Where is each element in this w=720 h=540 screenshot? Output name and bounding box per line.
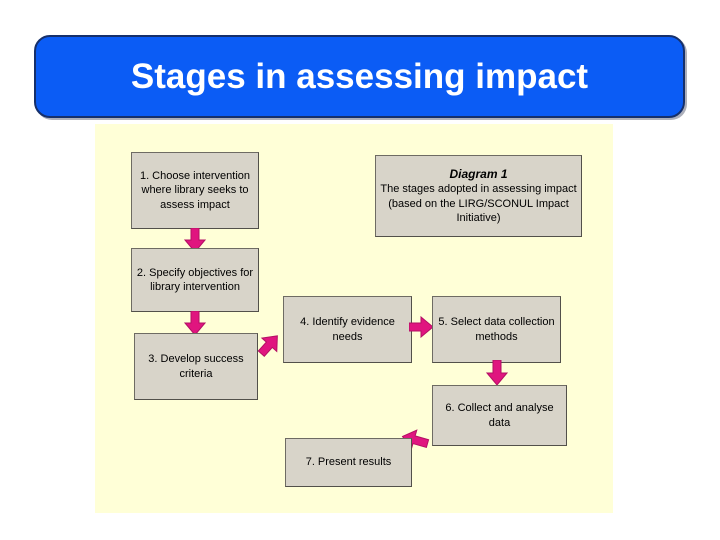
flow-box-step-1: 1. Choose intervention where library see…	[131, 152, 259, 229]
arrow-right-step4-to-step5	[409, 316, 434, 338]
flow-box-step-7-label: 7. Present results	[305, 456, 392, 469]
flow-box-step-3: 3. Develop success criteria	[134, 333, 258, 400]
diagram-caption-title: Diagram 1	[449, 166, 508, 181]
diagram-canvas: 1. Choose intervention where library see…	[95, 124, 613, 513]
flow-box-step-6-label: 6. Collect and analyse data	[445, 402, 554, 429]
diagram-caption-body: The stages adopted in assessing impact (…	[380, 183, 577, 224]
flow-box-step-4: 4. Identify evidence needs	[283, 296, 412, 363]
flow-box-step-1-label: 1. Choose intervention where library see…	[139, 170, 251, 211]
flow-box-step-6: 6. Collect and analyse data	[432, 385, 567, 446]
arrow-diagonal-step3-to-step4	[255, 329, 285, 359]
flow-box-step-3-label: 3. Develop success criteria	[148, 353, 244, 380]
page-title: Stages in assessing impact	[130, 56, 589, 96]
flow-box-step-2: 2. Specify objectives for library interv…	[131, 248, 259, 312]
flow-box-step-2-label: 2. Specify objectives for library interv…	[136, 266, 254, 293]
arrow-down-step1-to-step2	[184, 228, 206, 253]
diagram-caption-box: Diagram 1 The stages adopted in assessin…	[375, 155, 582, 237]
flow-box-step-5: 5. Select data collection methods	[432, 296, 561, 363]
flow-box-step-5-label: 5. Select data collection methods	[438, 316, 555, 343]
arrow-down-step2-to-step3	[184, 311, 206, 336]
flow-box-step-4-label: 4. Identify evidence needs	[300, 316, 395, 343]
flow-box-step-7: 7. Present results	[285, 438, 412, 487]
arrow-down-step5-to-step6	[486, 360, 508, 386]
slide-title-banner: Stages in assessing impact	[34, 35, 685, 118]
